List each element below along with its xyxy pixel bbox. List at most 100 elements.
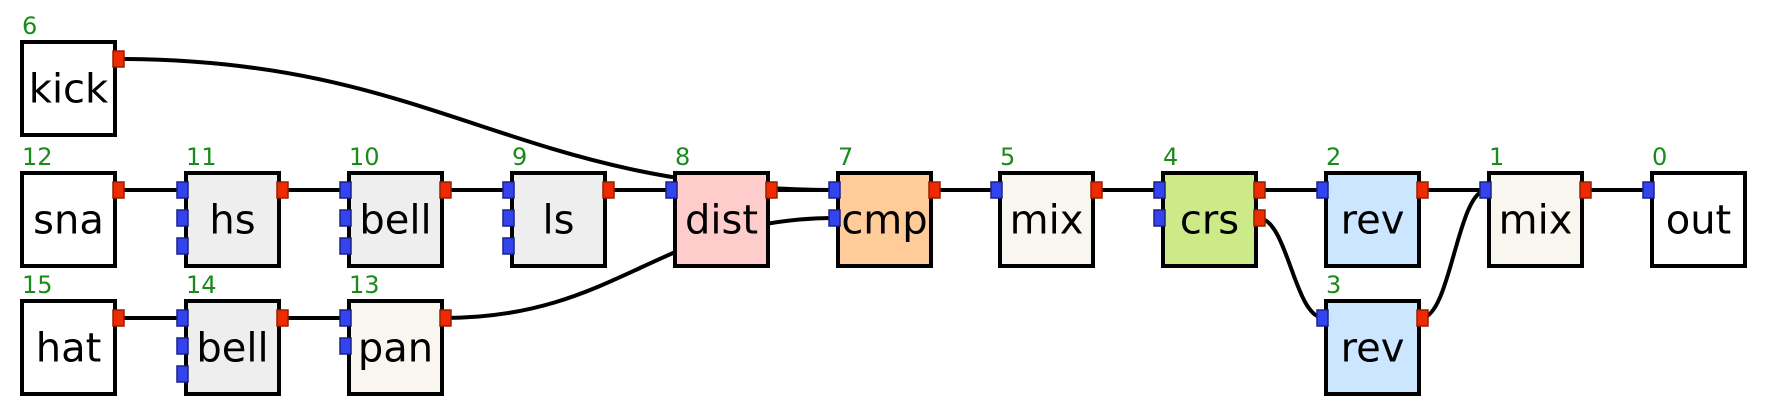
node-box[interactable]: [184, 299, 281, 396]
input-port[interactable]: [990, 181, 1003, 199]
node-label: rev: [1341, 326, 1405, 372]
node-id-label: 11: [186, 143, 217, 171]
node-id-label: 1: [1489, 143, 1504, 171]
input-port[interactable]: [502, 181, 515, 199]
input-port[interactable]: [176, 309, 189, 327]
node-label: out: [1666, 198, 1732, 244]
input-port[interactable]: [339, 209, 352, 227]
node-dist-8[interactable]: 8 dist: [665, 143, 778, 268]
node-box[interactable]: [1161, 171, 1258, 268]
node-hs-11[interactable]: 11 hs: [176, 143, 289, 268]
input-port[interactable]: [176, 365, 189, 383]
node-label: rev: [1341, 198, 1405, 244]
node-id-label: 6: [22, 12, 37, 40]
node-box[interactable]: [673, 171, 770, 268]
nodes-layer: 6kick12sna15hat11hs10bell9ls8dist7cmp5mi…: [20, 12, 1747, 396]
node-id-label: 4: [1163, 143, 1178, 171]
node-label: dist: [685, 198, 758, 244]
node-id-label: 8: [675, 143, 690, 171]
output-port[interactable]: [1416, 309, 1429, 327]
output-port[interactable]: [112, 309, 125, 327]
node-mix-1[interactable]: 1 mix: [1479, 143, 1592, 268]
node-box[interactable]: [1324, 171, 1421, 268]
node-kick-6[interactable]: 6 kick: [20, 12, 125, 137]
input-port[interactable]: [176, 337, 189, 355]
input-port[interactable]: [828, 209, 841, 227]
input-port[interactable]: [502, 237, 515, 255]
node-id-label: 0: [1652, 143, 1667, 171]
output-port[interactable]: [439, 181, 452, 199]
node-box[interactable]: [20, 40, 117, 137]
input-port[interactable]: [502, 209, 515, 227]
output-port[interactable]: [602, 181, 615, 199]
node-label: mix: [1499, 198, 1573, 244]
node-box[interactable]: [510, 171, 607, 268]
node-id-label: 12: [22, 143, 53, 171]
node-id-label: 3: [1326, 271, 1341, 299]
node-box[interactable]: [998, 171, 1095, 268]
input-port[interactable]: [339, 237, 352, 255]
node-mix-5[interactable]: 5 mix: [990, 143, 1103, 268]
input-port[interactable]: [339, 309, 352, 327]
edge-n13-to-n7[interactable]: [443, 216, 837, 320]
output-port[interactable]: [1090, 181, 1103, 199]
output-port[interactable]: [1416, 181, 1429, 199]
node-box[interactable]: [1324, 299, 1421, 396]
input-port[interactable]: [1479, 181, 1492, 199]
input-port[interactable]: [1153, 181, 1166, 199]
input-port[interactable]: [665, 181, 678, 199]
output-port[interactable]: [1579, 181, 1592, 199]
input-port[interactable]: [176, 237, 189, 255]
node-label: ls: [543, 198, 575, 244]
input-port[interactable]: [339, 181, 352, 199]
output-port[interactable]: [276, 309, 289, 327]
node-box[interactable]: [1650, 171, 1747, 268]
input-port[interactable]: [1642, 181, 1655, 199]
node-label: crs: [1180, 198, 1239, 244]
output-port[interactable]: [276, 181, 289, 199]
node-id-label: 15: [22, 271, 53, 299]
node-box[interactable]: [836, 171, 933, 268]
node-label: kick: [29, 67, 109, 113]
node-out-0[interactable]: 0 out: [1642, 143, 1747, 268]
input-port[interactable]: [176, 209, 189, 227]
output-port[interactable]: [112, 181, 125, 199]
edge-n3-to-n1[interactable]: [1420, 188, 1488, 320]
edges-layer: [116, 57, 1650, 320]
node-box[interactable]: [184, 171, 281, 268]
input-port[interactable]: [1316, 309, 1329, 327]
output-port[interactable]: [765, 181, 778, 199]
output-port[interactable]: [1253, 209, 1266, 227]
input-port[interactable]: [1153, 209, 1166, 227]
edge-n6-to-n7[interactable]: [116, 57, 837, 192]
edge-n4-to-n3[interactable]: [1257, 216, 1325, 320]
node-box[interactable]: [347, 299, 444, 396]
node-box[interactable]: [1487, 171, 1584, 268]
input-port[interactable]: [828, 181, 841, 199]
input-port[interactable]: [339, 337, 352, 355]
output-port[interactable]: [1253, 181, 1266, 199]
node-label: bell: [196, 326, 268, 372]
node-ls-9[interactable]: 9 ls: [502, 143, 615, 268]
node-box[interactable]: [20, 171, 117, 268]
node-label: mix: [1010, 198, 1084, 244]
output-port[interactable]: [112, 50, 125, 68]
node-id-label: 10: [349, 143, 380, 171]
input-port[interactable]: [1316, 181, 1329, 199]
node-label: hs: [209, 198, 255, 244]
output-port[interactable]: [439, 309, 452, 327]
node-id-label: 9: [512, 143, 527, 171]
output-port[interactable]: [928, 181, 941, 199]
node-id-label: 5: [1000, 143, 1015, 171]
node-box[interactable]: [20, 299, 117, 396]
input-port[interactable]: [176, 181, 189, 199]
